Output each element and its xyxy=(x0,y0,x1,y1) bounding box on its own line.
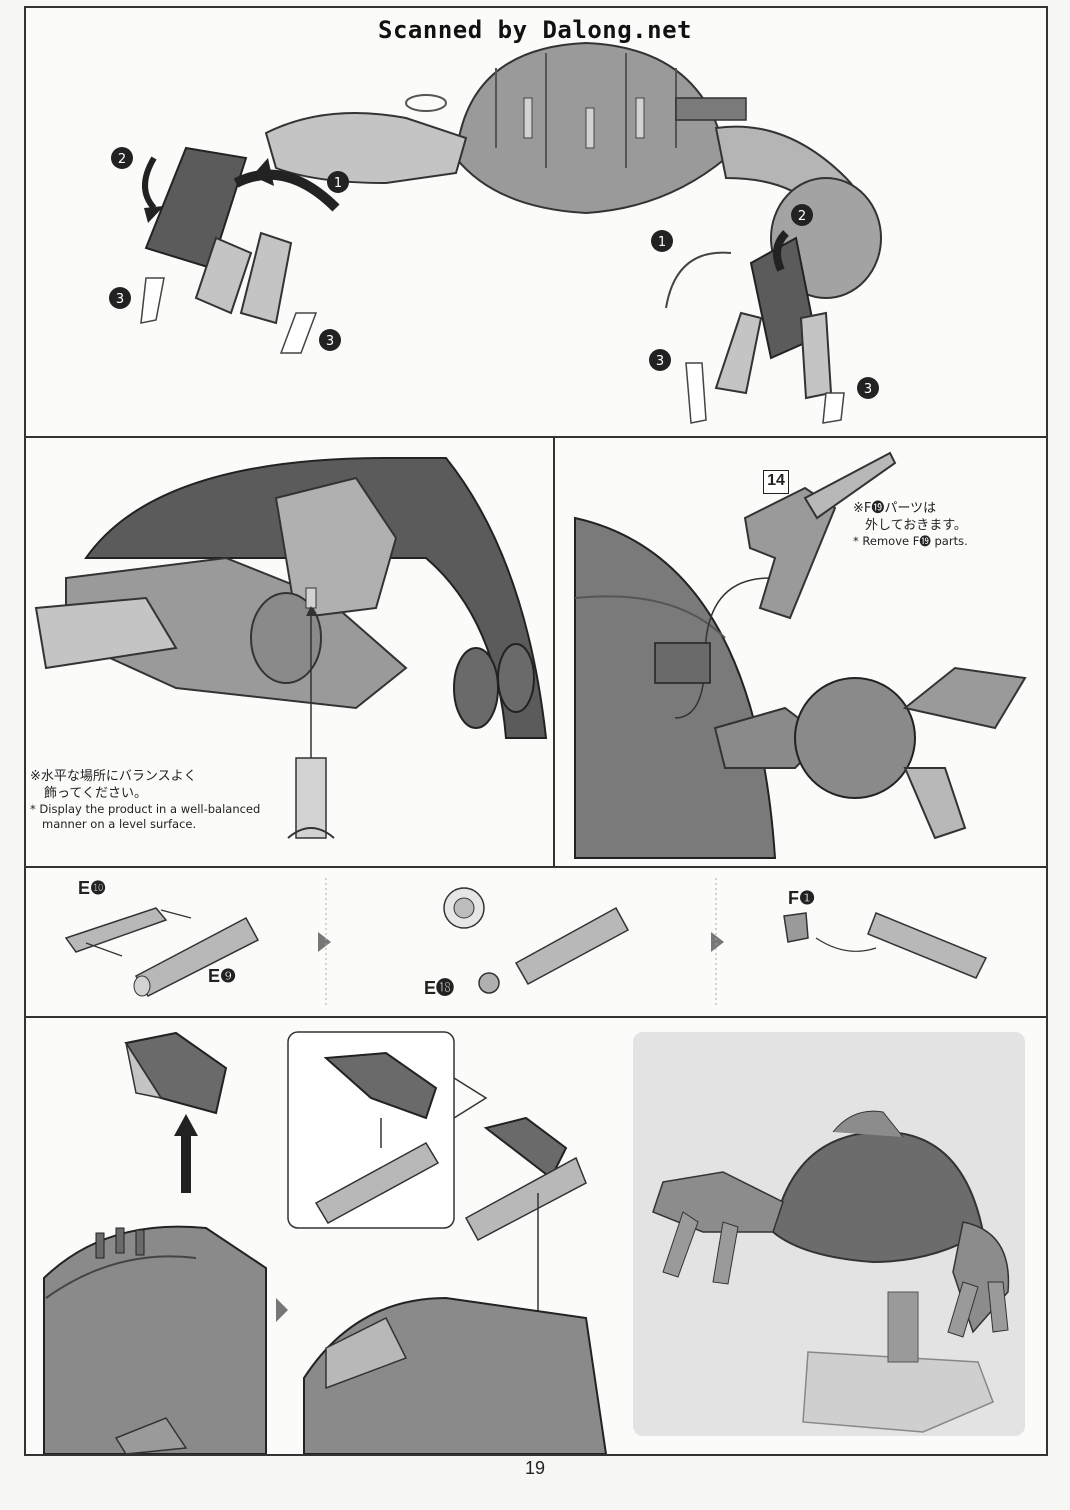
step-badge-2-right: 2 xyxy=(791,204,813,226)
step-badge-3-left-b: 3 xyxy=(319,329,341,351)
scanned-watermark: Scanned by Dalong.net xyxy=(378,16,692,44)
divider-row3 xyxy=(24,1016,1048,1018)
step-badge-1-left: 1 xyxy=(327,171,349,193)
label-e10: E❿ xyxy=(78,878,107,898)
page-number: 19 xyxy=(524,1458,546,1478)
step-badge-3-right-b: 3 xyxy=(857,377,879,399)
remove-part-illustration xyxy=(574,451,1027,859)
remove-note-jp-1: ※F⓳パーツは xyxy=(853,501,937,516)
svg-text:3: 3 xyxy=(656,354,664,369)
label-e9: E❾ xyxy=(208,966,237,986)
label-e18: E⓲ xyxy=(424,978,455,998)
step-badge-2-left: 2 xyxy=(111,147,133,169)
remove-note-jp-2: 外しておきます。 xyxy=(865,518,967,533)
svg-text:1: 1 xyxy=(658,235,666,250)
remove-note: ※F⓳パーツは 外しておきます。 * Remove F⓳ parts. xyxy=(853,500,1043,549)
svg-text:3: 3 xyxy=(326,334,334,349)
panel-attach-top xyxy=(26,1018,626,1454)
svg-text:2: 2 xyxy=(798,209,806,224)
svg-text:3: 3 xyxy=(864,382,872,397)
display-note-en-2: manner on a level surface. xyxy=(42,817,197,831)
panel-remove-part: 14 ※F⓳パーツは 外しておきます。 * Remove F⓳ parts. xyxy=(555,438,1046,866)
svg-text:3: 3 xyxy=(116,292,124,307)
photo-illustration xyxy=(652,1110,1010,1433)
step-badge-3-right-a: 3 xyxy=(649,349,671,371)
svg-text:2: 2 xyxy=(118,152,126,167)
divider-row2 xyxy=(24,866,1048,868)
panel-leg-fold: 1 2 3 3 1 2 3 3 xyxy=(26,8,1046,436)
remove-note-en: * Remove F⓳ parts. xyxy=(853,534,968,548)
display-note-jp-2: 飾ってください。 xyxy=(44,786,147,801)
panel-display: ※水平な場所にバランスよく 飾ってください。 * Display the pro… xyxy=(26,438,553,866)
leg-fold-illustration: 1 2 3 3 1 2 3 3 xyxy=(109,41,882,424)
step-badge-3-left-a: 3 xyxy=(109,287,131,309)
display-note-jp-1: ※水平な場所にバランスよく xyxy=(30,769,197,784)
svg-text:1: 1 xyxy=(334,176,342,191)
display-note-en-1: * Display the product in a well-balanced xyxy=(30,802,261,816)
step-badge-1-right: 1 xyxy=(651,230,673,252)
parts-box-14: 14 xyxy=(763,470,789,494)
display-illustration xyxy=(34,457,548,839)
attach-top-illustration xyxy=(43,1031,608,1454)
divider-mid xyxy=(553,436,555,868)
display-note: ※水平な場所にバランスよく 飾ってください。 * Display the pro… xyxy=(30,768,290,832)
assembled-photo xyxy=(633,1032,1025,1436)
panel-subassembly: E❿ E❾ E⓲ F❶ xyxy=(26,868,1046,1016)
subassembly-illustration xyxy=(64,878,988,1006)
divider-row1 xyxy=(24,436,1048,438)
label-f1: F❶ xyxy=(788,888,816,908)
